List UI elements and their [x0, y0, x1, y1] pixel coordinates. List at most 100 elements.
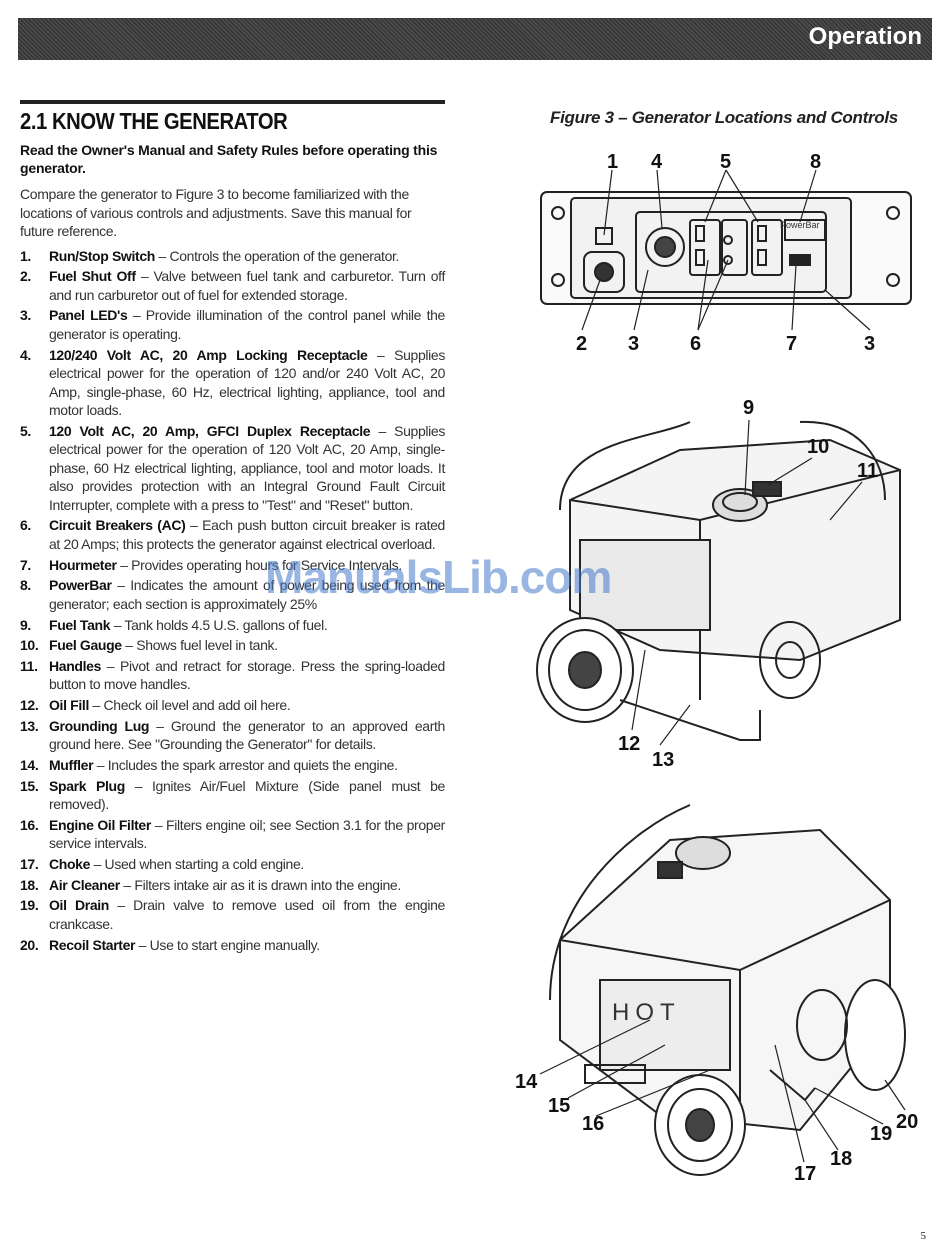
item-description: – Check oil level and add oil here.: [88, 697, 291, 714]
item-number: 18.: [20, 876, 39, 893]
callout-label: 17: [794, 1163, 816, 1185]
section-rule: [20, 100, 445, 104]
item-term: Recoil Starter: [49, 936, 136, 953]
panel-leader-lines: [581, 169, 871, 331]
list-item: 15. Spark Plug – Ignites Air/Fuel Mixture…: [20, 777, 445, 814]
item-description: – Ground the generator to an approved ea…: [49, 717, 445, 753]
item-term: 120/240 Volt AC, 20 Amp Locking Receptac…: [49, 346, 368, 363]
item-description: – Used when starting a cold engine.: [90, 856, 305, 872]
item-term: Handles: [49, 657, 102, 674]
item-term: Engine Oil Filter: [49, 816, 151, 833]
list-item: 13.Grounding Lug – Ground the generator …: [20, 717, 445, 754]
item-number: 5.: [20, 422, 31, 439]
callout-label: 11: [857, 460, 878, 482]
item-term: Hourmeter: [49, 556, 117, 573]
watermark: ManualsLib.com: [265, 551, 612, 603]
callout-label: 9: [743, 397, 754, 419]
item-number: 7.: [20, 556, 31, 573]
generator-side-drawing: [536, 420, 901, 741]
item-term: Fuel Gauge: [49, 637, 122, 654]
item-description: – Provides operating hours for Service I…: [116, 556, 402, 573]
list-item: 20. Recoil Starter – Use to start engine …: [20, 936, 445, 955]
item-term: Panel LED's: [49, 307, 128, 324]
item-number: 17.: [20, 856, 39, 872]
item-number: 8.: [20, 577, 31, 594]
item-number: 19.: [20, 897, 39, 914]
item-term: Circuit Breakers (AC): [49, 517, 186, 534]
item-number: 10.: [20, 637, 39, 654]
callout-label: 4: [651, 151, 663, 173]
callout-label: 8: [810, 151, 821, 173]
item-description: – Supplies electrical power for the oper…: [49, 422, 445, 513]
item-description: – Use to start engine manually.: [135, 936, 320, 953]
content-column: 2.1 KNOW THE GENERATOR Read the Owner's …: [20, 100, 445, 956]
item-term: Grounding Lug: [49, 717, 150, 734]
callout-label: 7: [786, 333, 797, 355]
item-description: – Pivot and retract for storage. Press t…: [49, 657, 445, 693]
generator-rear-drawing: [549, 804, 906, 1176]
item-description: – Indicates the amount of power being us…: [49, 577, 445, 612]
callout-label: 19: [870, 1123, 892, 1145]
item-number: 15.: [20, 777, 39, 794]
item-term: Spark Plug: [49, 777, 125, 794]
list-item: 19.Oil Drain – Drain valve to remove use…: [20, 896, 445, 933]
item-number: 14.: [20, 756, 39, 773]
list-item: 11.Handles – Pivot and retract for stora…: [20, 657, 445, 694]
item-term: Oil Fill: [49, 697, 89, 714]
callout-label: 1: [607, 151, 618, 173]
side-callouts: 9 10 11 12 13: [618, 397, 878, 771]
item-term: Oil Drain: [49, 897, 110, 914]
page-number: 5: [920, 1230, 927, 1242]
item-description: – Valve between fuel tank and carburetor…: [49, 268, 446, 303]
item-description: – Each push button circuit breaker is ra…: [49, 517, 445, 552]
callout-label: 5: [720, 151, 731, 173]
callout-label: 18: [830, 1148, 852, 1170]
panel-top-callouts: 1 4 5 8: [607, 151, 821, 173]
list-item: 8.PowerBar – Indicates the amount of pow…: [20, 576, 445, 613]
control-panel-drawing: [540, 191, 912, 305]
item-term: Fuel Tank: [49, 616, 111, 633]
item-number: 12.: [20, 697, 39, 714]
callout-label: 3: [864, 333, 875, 355]
item-number: 3.: [20, 307, 31, 324]
item-number: 20.: [20, 936, 39, 953]
list-item: 4. 120/240 Volt AC, 20 Amp Locking Recept…: [20, 346, 445, 420]
powerbar-panel-text: PowerBar: [780, 220, 820, 230]
hot-warning-text: HOT: [612, 999, 681, 1026]
list-item: 14.Muffler – Includes the spark arrestor…: [20, 756, 445, 775]
list-item: 12. Oil Fill – Check oil level and add oi…: [20, 696, 445, 715]
item-description: – Shows fuel level in tank.: [121, 637, 278, 654]
callout-label: 13: [652, 749, 674, 771]
item-description: – Ignites Air/Fuel Mixture (Side panel m…: [49, 777, 445, 813]
item-term: Choke: [49, 856, 91, 872]
header-title: Operation: [808, 23, 922, 50]
list-item: 7. Hourmeter – Provides operating hours f…: [20, 556, 445, 575]
callout-label: 20: [896, 1111, 918, 1133]
item-number: 2.: [20, 268, 31, 285]
callout-label: 12: [618, 733, 640, 755]
side-leader-lines: [631, 419, 863, 746]
item-term: Run/Stop Switch: [49, 247, 155, 264]
item-number: 4.: [20, 346, 31, 363]
list-item: 10. Fuel Gauge – Shows fuel level in tank…: [20, 636, 445, 655]
list-item: 9.Fuel Tank – Tank holds 4.5 U.S. gallon…: [20, 616, 445, 635]
item-number: 9.: [20, 616, 31, 633]
figure-caption: Figure 3 – Generator Locations and Contr…: [550, 108, 898, 127]
rear-leader-lines: [539, 1019, 906, 1163]
lead-warning: Read the Owner's Manual and Safety Rules…: [20, 142, 438, 176]
item-description: – Includes the spark arrestor and quiets…: [93, 756, 398, 773]
item-term: 120 Volt AC, 20 Amp, GFCI Duplex Recepta…: [49, 422, 371, 439]
list-item: 3.Panel LED's – Provide illumination of …: [20, 306, 445, 343]
item-number: 16.: [20, 816, 39, 833]
callout-label: 10: [807, 436, 829, 458]
callout-label: 14: [515, 1071, 538, 1093]
list-item: 6.Circuit Breakers (AC) – Each push butt…: [20, 516, 445, 553]
intro-paragraph: Compare the generator to Figure 3 to bec…: [20, 186, 412, 239]
callout-label: 16: [582, 1113, 604, 1135]
item-number: 1.: [20, 247, 31, 264]
item-term: Air Cleaner: [49, 876, 120, 893]
list-item: 18.Air Cleaner – Filters intake air as i…: [20, 876, 445, 895]
section-title: 2.1 KNOW THE GENERATOR: [20, 108, 288, 134]
